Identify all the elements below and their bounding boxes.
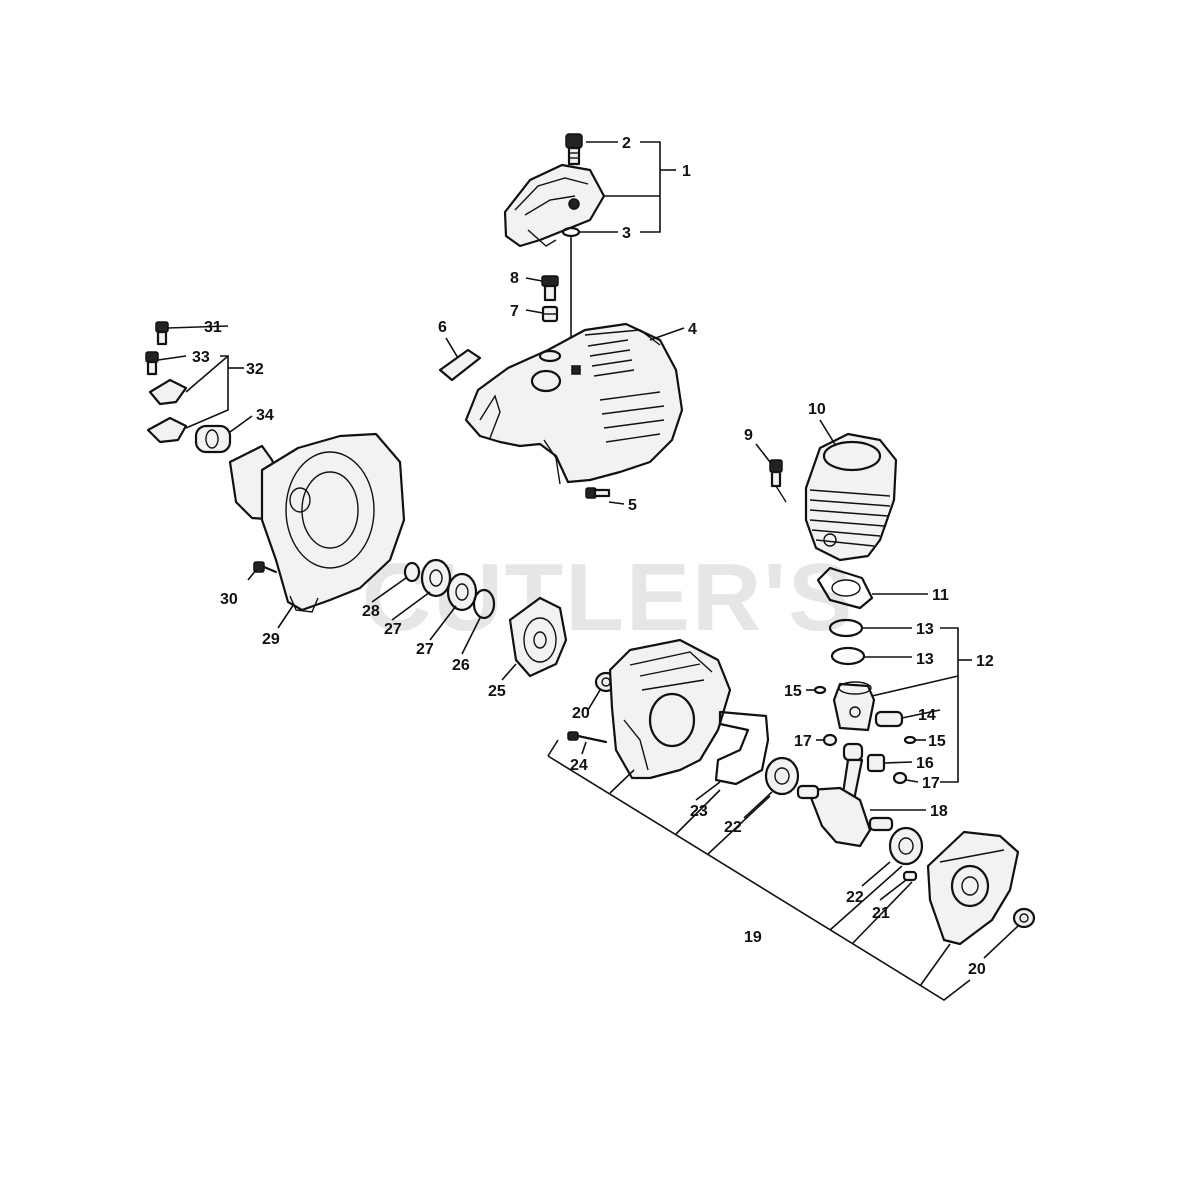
part-3-washer: [561, 226, 581, 238]
callout-32: 32: [246, 361, 264, 378]
part-17-washer-left: [822, 733, 838, 747]
callout-9: 9: [744, 427, 753, 444]
callout-24: 24: [570, 757, 588, 774]
part-8-bolt: [541, 275, 559, 302]
part-18-crankshaft: [796, 742, 894, 848]
callout-4: 4: [688, 321, 697, 338]
callout-13-lower: 13: [916, 651, 934, 668]
callout-23: 23: [690, 803, 708, 820]
part-16-needle-bearing: [866, 753, 886, 773]
callout-18: 18: [930, 803, 948, 820]
callout-14: 14: [918, 707, 936, 724]
callout-34: 34: [256, 407, 274, 424]
callout-11: 11: [932, 587, 949, 604]
callout-8: 8: [510, 270, 519, 287]
part-30-screw: [253, 561, 278, 574]
callout-22-right: 22: [846, 889, 864, 906]
callout-13-upper: 13: [916, 621, 934, 638]
part-2-screw: [565, 133, 583, 166]
part-28-washer: [403, 561, 421, 583]
callout-numbers: 2 1 3 8 7 6 4 5 9 10 11 13 13 12 15 14 1…: [192, 135, 994, 978]
callout-31: 31: [204, 319, 222, 336]
callout-7: 7: [510, 303, 519, 320]
part-13-piston-ring-lower: [830, 646, 866, 666]
callout-33: 33: [192, 349, 210, 366]
part-11-gasket: [816, 566, 874, 610]
part-34-bushing: [194, 424, 232, 454]
callout-29: 29: [262, 631, 280, 648]
callout-27-outer: 27: [416, 641, 434, 658]
part-15-circlip-right: [903, 735, 917, 745]
callout-27-inner: 27: [384, 621, 402, 638]
callout-30: 30: [220, 591, 238, 608]
callout-21: 21: [872, 905, 890, 922]
callout-6: 6: [438, 319, 447, 336]
callout-1: 1: [682, 163, 691, 180]
callout-28: 28: [362, 603, 380, 620]
callout-15-right: 15: [928, 733, 946, 750]
callout-25: 25: [488, 683, 506, 700]
part-26-snap-ring: [472, 588, 496, 620]
callout-22-left: 22: [724, 819, 742, 836]
part-10-cylinder: [804, 432, 898, 562]
part-14-piston-pin: [874, 710, 904, 728]
callout-17-left: 17: [794, 733, 812, 750]
part-19-crankcase-right: [926, 830, 1020, 946]
part-20-seal-right: [1012, 907, 1036, 929]
part-1-cover: [503, 163, 606, 248]
part-31-screw: [155, 321, 169, 346]
part-27-bearing-outer: [446, 572, 478, 612]
part-29-clutch-housing: [228, 432, 406, 613]
callout-15-left: 15: [784, 683, 802, 700]
part-22-bearing-left: [764, 756, 800, 796]
part-7-nut: [541, 305, 559, 323]
callout-17-right: 17: [922, 775, 940, 792]
part-15-circlip-left: [813, 685, 827, 695]
part-27-bearing-inner: [420, 558, 452, 598]
part-25-clutch-drum: [508, 596, 568, 678]
callout-20-right: 20: [968, 961, 986, 978]
part-33-screw: [145, 351, 159, 376]
part-6-label: [438, 348, 482, 382]
part-22-bearing-right: [888, 826, 924, 866]
part-24-screw: [567, 731, 608, 744]
callout-19: 19: [744, 929, 762, 946]
part-5-screw: [585, 487, 611, 499]
part-4-shroud: [464, 322, 684, 485]
callout-20-left: 20: [572, 705, 590, 722]
part-19-crankcase-left: [608, 638, 732, 780]
callout-2: 2: [622, 135, 631, 152]
callout-5: 5: [628, 497, 637, 514]
part-32-bracket: [146, 378, 188, 444]
part-23-crankcase-gasket: [714, 710, 770, 786]
callout-16: 16: [916, 755, 934, 772]
part-21-dowel-pin: [902, 870, 918, 882]
part-12-piston: [832, 681, 876, 732]
part-17-washer-right: [892, 771, 908, 785]
callout-26: 26: [452, 657, 470, 674]
part-9-spark-plug: [769, 459, 787, 503]
callout-3: 3: [622, 225, 631, 242]
leader-lines: [157, 141, 1019, 1001]
callout-12: 12: [976, 653, 994, 670]
callout-10: 10: [808, 401, 826, 418]
